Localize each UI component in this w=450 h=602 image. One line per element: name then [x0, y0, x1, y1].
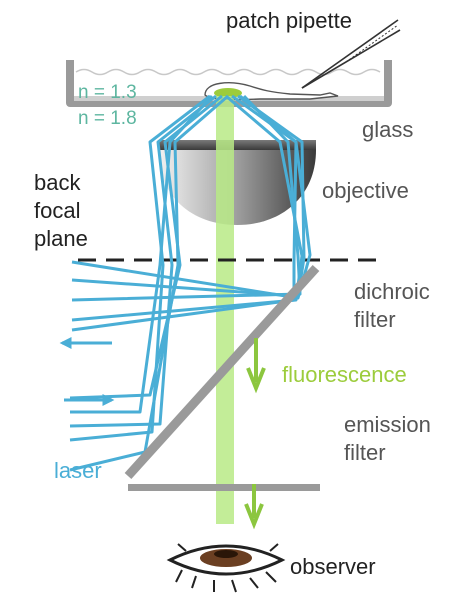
- label-glass: glass: [362, 117, 413, 142]
- label-dichroic-1: dichroic: [354, 279, 430, 304]
- fluorescence-arrow-upper: [246, 338, 266, 394]
- label-refractive-index-upper: n = 1.3: [78, 82, 137, 103]
- label-patch-pipette: patch pipette: [226, 8, 352, 33]
- dichroic-mirror: [124, 264, 320, 480]
- label-refractive-index-lower: n = 1.8: [78, 108, 137, 129]
- label-fluorescence: fluorescence: [282, 362, 407, 387]
- emission-filter-plate: [128, 484, 320, 491]
- label-back-focal-plane-3: plane: [34, 226, 88, 251]
- objective-lens: [158, 140, 316, 225]
- label-emission-2: filter: [344, 440, 386, 465]
- label-laser: laser: [54, 458, 102, 483]
- laser-rays: [69, 94, 312, 472]
- label-emission-1: emission: [344, 412, 431, 437]
- label-observer: observer: [290, 554, 376, 579]
- label-back-focal-plane-2: focal: [34, 198, 80, 223]
- eye-icon: [166, 543, 286, 593]
- label-objective: objective: [322, 178, 409, 203]
- label-back-focal-plane-1: back: [34, 170, 81, 195]
- liquid-surface: [75, 68, 381, 76]
- label-dichroic-2: filter: [354, 307, 396, 332]
- fluorescence-arrow-lower: [244, 484, 264, 530]
- patch-pipette: [301, 19, 401, 89]
